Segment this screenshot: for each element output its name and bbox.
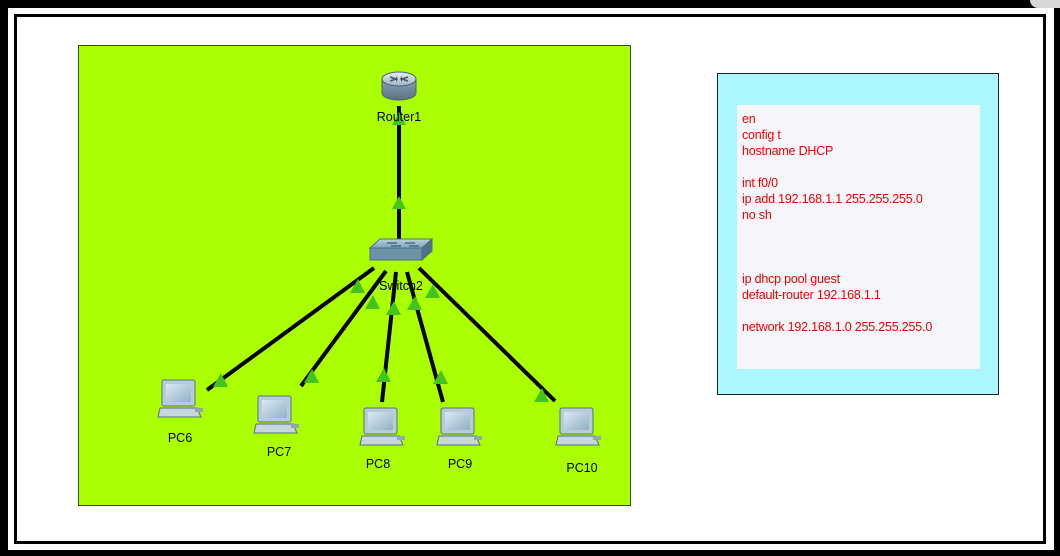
router-icon[interactable] bbox=[381, 71, 417, 101]
link-up-indicator bbox=[350, 279, 365, 293]
pc-icon[interactable] bbox=[555, 407, 601, 446]
cli-line: ip add 192.168.1.1 255.255.255.0 bbox=[742, 192, 923, 206]
pc-icon[interactable] bbox=[157, 379, 203, 418]
corner-decoration bbox=[1030, 0, 1060, 8]
cli-text-panel: en config t hostname DHCP int f0/0 ip ad… bbox=[737, 105, 980, 369]
pc-icon[interactable] bbox=[253, 395, 299, 434]
link-up-indicator bbox=[392, 196, 406, 209]
cli-line: default-router 192.168.1.1 bbox=[742, 288, 881, 302]
link-switch-pc6 bbox=[205, 266, 376, 392]
cli-line: ip dhcp pool guest bbox=[742, 272, 840, 286]
link-switch-pc7 bbox=[299, 269, 388, 388]
cli-line bbox=[742, 159, 980, 175]
cli-line bbox=[742, 303, 980, 319]
link-up-indicator bbox=[213, 373, 228, 387]
cli-line: en bbox=[742, 112, 756, 126]
pc-label: PC9 bbox=[448, 457, 472, 471]
pc-label: PC10 bbox=[566, 461, 597, 475]
cli-note: en config t hostname DHCP int f0/0 ip ad… bbox=[717, 73, 999, 395]
cli-line: hostname DHCP bbox=[742, 144, 834, 158]
cli-command-list: en config t hostname DHCP int f0/0 ip ad… bbox=[742, 111, 980, 335]
link-switch-pc10 bbox=[417, 266, 557, 403]
cli-line: config t bbox=[742, 128, 781, 142]
link-up-indicator bbox=[386, 301, 401, 315]
link-up-indicator bbox=[534, 388, 549, 402]
link-up-indicator bbox=[365, 295, 380, 309]
pc-label: PC7 bbox=[267, 445, 291, 459]
pc-icons bbox=[157, 379, 601, 446]
cli-line: network 192.168.1.0 255.255.255.0 bbox=[742, 320, 933, 334]
switch-icon[interactable] bbox=[368, 237, 434, 262]
cli-line bbox=[742, 239, 980, 255]
cli-line: no sh bbox=[742, 208, 772, 222]
link-up-indicator bbox=[304, 369, 319, 383]
link-up-indicator bbox=[407, 296, 422, 310]
topology-diagram: Router1 Switch2 bbox=[157, 71, 601, 475]
router-label: Router1 bbox=[377, 110, 422, 124]
cli-line: int f0/0 bbox=[742, 176, 778, 190]
link-up-indicator bbox=[433, 370, 448, 384]
switch-label: Switch2 bbox=[379, 279, 423, 293]
pc-label: PC8 bbox=[366, 457, 390, 471]
cli-line bbox=[742, 255, 980, 271]
link-up-indicator bbox=[376, 368, 391, 382]
pc-icon[interactable] bbox=[359, 407, 405, 446]
pc-label: PC6 bbox=[168, 431, 192, 445]
link-up-indicator bbox=[425, 284, 440, 298]
topology-canvas: Router1 Switch2 bbox=[78, 45, 631, 506]
pc-icon[interactable] bbox=[436, 407, 482, 446]
link-up-indicator bbox=[392, 112, 406, 125]
cli-line bbox=[742, 223, 980, 239]
link-indicators bbox=[213, 112, 549, 402]
